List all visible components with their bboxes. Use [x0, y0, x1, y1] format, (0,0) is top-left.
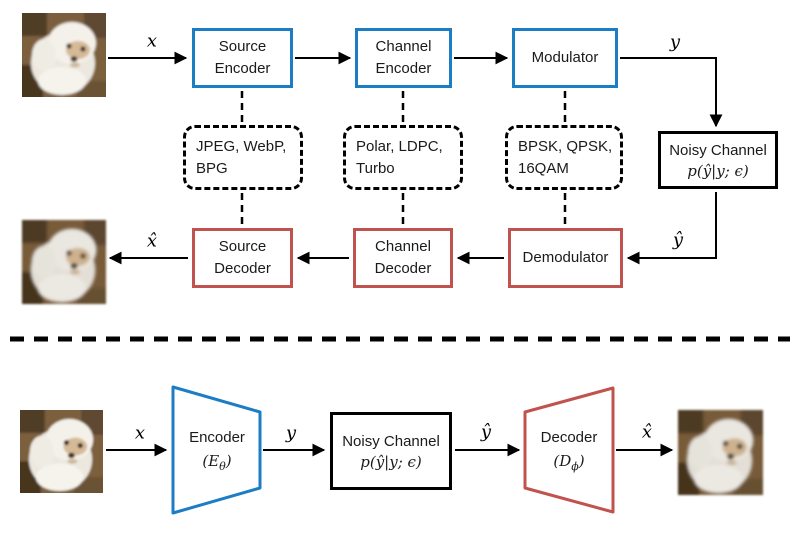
signal-x-label-top: x	[146, 30, 158, 52]
noisy-channel-title-bottom: Noisy Channel	[342, 432, 440, 450]
source-encoder-box: Source Encoder	[192, 28, 293, 88]
input-image-top	[22, 13, 106, 97]
decoder-label: Decoder (Dϕ)	[541, 427, 598, 475]
signal-y-label-bottom: y	[285, 422, 297, 444]
signal-yhat-label-top: ŷ	[672, 229, 684, 251]
signal-y-label-top: y	[669, 31, 681, 53]
channel-coding-examples-label: Polar, LDPC, Turbo	[356, 137, 443, 177]
encoder-trapezoid	[171, 385, 262, 515]
source-encoder-label: Source Encoder	[214, 38, 271, 77]
arrow-modulator-to-noisy-channel	[620, 57, 723, 128]
noisy-channel-formula-bottom: p(ŷ|y; ϵ)	[360, 453, 422, 472]
channel-decoder-box: Channel Decoder	[353, 228, 453, 288]
source-coding-examples-box: JPEG, WebP, BPG	[183, 125, 303, 190]
noisy-channel-formula: p(ŷ|y; ϵ)	[687, 162, 749, 181]
modulation-examples-box: BPSK, QPSK, 16QAM	[505, 125, 623, 190]
source-coding-examples-label: JPEG, WebP, BPG	[196, 137, 287, 177]
input-image-bottom	[20, 410, 103, 493]
signal-yhat-label-bottom: ŷ	[480, 421, 492, 443]
encoder-title: Encoder	[189, 429, 245, 446]
signal-xhat-label-bottom: x̂	[641, 421, 653, 443]
modulator-label: Modulator	[531, 49, 599, 67]
decoder-symbol: (Dϕ)	[553, 451, 585, 473]
channel-encoder-label: Channel Encoder	[375, 38, 432, 77]
decoder-title: Decoder	[540, 429, 598, 446]
encoder-symbol: (Eθ)	[202, 451, 232, 473]
demodulator-label: Demodulator	[522, 249, 609, 267]
channel-decoder-label: Channel Decoder	[374, 238, 432, 277]
signal-xhat-label-top: x̂	[146, 230, 158, 252]
encoder-label: Encoder (Eθ)	[189, 427, 245, 475]
noisy-channel-box-top: Noisy Channel p(ŷ|y; ϵ)	[658, 131, 778, 189]
reconstructed-image-bottom	[678, 410, 763, 495]
channel-coding-examples-box: Polar, LDPC, Turbo	[343, 125, 463, 190]
noisy-channel-box-bottom: Noisy Channel p(ŷ|y; ϵ)	[330, 412, 452, 490]
reconstructed-image-top	[22, 220, 106, 304]
modulator-box: Modulator	[512, 28, 618, 88]
modulation-examples-label: BPSK, QPSK, 16QAM	[518, 137, 613, 177]
signal-x-label-bottom: x	[134, 422, 146, 444]
source-decoder-box: Source Decoder	[192, 228, 293, 288]
channel-encoder-box: Channel Encoder	[355, 28, 452, 88]
decoder-trapezoid	[523, 386, 615, 514]
arrow-noisy-channel-to-demodulator	[626, 192, 717, 265]
noisy-channel-title: Noisy Channel	[669, 141, 767, 159]
source-decoder-label: Source Decoder	[214, 238, 271, 277]
demodulator-box: Demodulator	[508, 228, 623, 288]
